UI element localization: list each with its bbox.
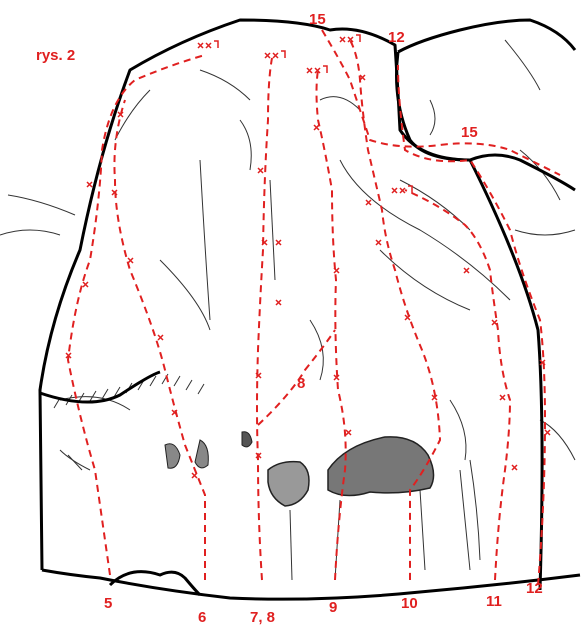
route-label-11: 11: [486, 593, 502, 610]
far-right-outline: [398, 20, 575, 52]
hole-center: [328, 437, 434, 496]
route-6-line: [114, 100, 205, 580]
anchor-2: [265, 51, 285, 58]
anchor-1: [198, 41, 218, 48]
top-anchors: [198, 35, 412, 193]
hole-small-2: [195, 440, 208, 468]
route-label-6: 6: [198, 609, 206, 625]
route-label-12-top: 12: [388, 29, 405, 46]
route-label-12-bottom: 12: [526, 580, 543, 597]
route-label-7-8: 7, 8: [250, 609, 275, 625]
anchor-3: [307, 66, 327, 73]
route-11-line: [405, 190, 510, 580]
route-7-8-line: [257, 58, 272, 580]
hole-left: [268, 462, 309, 506]
anchor-4: [340, 35, 360, 42]
route-lines: [68, 30, 560, 585]
route-5-line: [68, 55, 205, 575]
anchor-5: [392, 186, 412, 193]
route-9-line: [317, 70, 346, 580]
route-label-15-right: 15: [461, 124, 478, 141]
route-label-8: 8: [297, 375, 305, 392]
hole-small-3: [242, 432, 252, 447]
figure-label: rys. 2: [36, 47, 75, 64]
rock-outline: [40, 20, 580, 599]
route-label-15-top: 15: [309, 11, 326, 28]
route-label-9: 9: [329, 599, 337, 616]
route-label-5: 5: [104, 595, 112, 612]
hole-small-1: [165, 444, 180, 468]
route-label-10: 10: [401, 595, 418, 612]
